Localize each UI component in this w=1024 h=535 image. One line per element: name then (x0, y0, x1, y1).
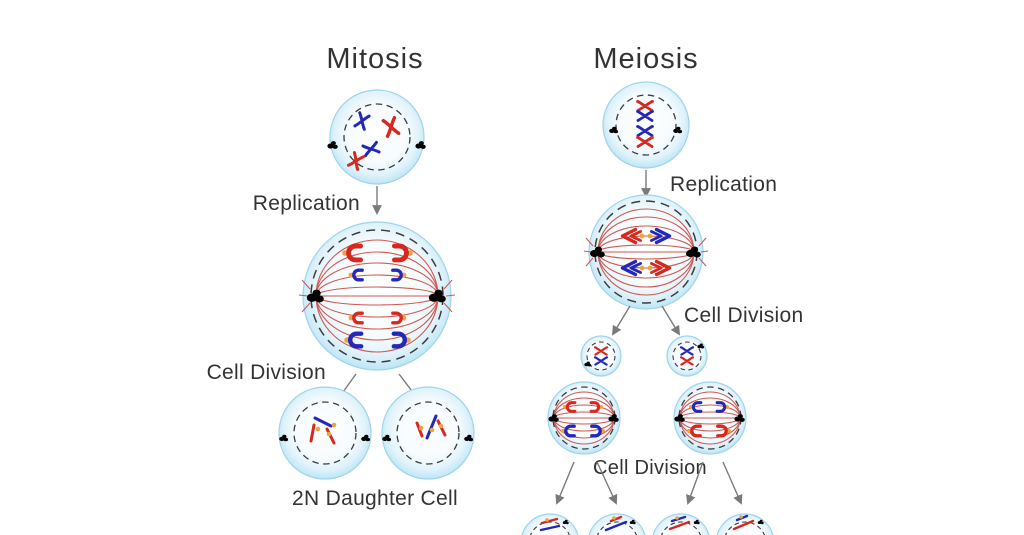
chromosomes (604, 515, 628, 532)
nuclear-envelope-dashed (293, 401, 357, 465)
division-arrow (596, 461, 618, 505)
division-arrow (555, 461, 575, 505)
chromosomes (539, 517, 561, 532)
aligned-chromosomes (561, 401, 605, 438)
meiosis-daughter-cell-4 (716, 513, 774, 535)
meiosis-metaphase-2-cell-2 (673, 381, 747, 455)
meiosis-metaphase-1-cell (583, 194, 709, 310)
mitosis-replication-label: Replication (253, 192, 360, 215)
meiosis-parent-cell (602, 81, 690, 169)
nuclear-envelope-dashed (396, 401, 460, 465)
nuclear-envelope-dashed (586, 341, 616, 371)
nuclear-envelope-dashed (596, 521, 638, 535)
meiosis-daughter-cell-1 (521, 513, 579, 535)
meiosis-title: Meiosis (593, 43, 698, 75)
chromosomes (668, 515, 691, 531)
meiosis-replication-label: Replication (670, 173, 777, 196)
mitosis-column: Replication (207, 89, 475, 510)
mitosis-daughter-label: 2N Daughter Cell (292, 487, 458, 510)
nuclear-envelope-dashed (343, 103, 411, 171)
mitosis-parent-cell (327, 89, 426, 185)
chromosomes (309, 416, 337, 445)
nuclear-envelope-dashed (672, 341, 702, 371)
mitosis-metaphase-cell (298, 221, 456, 371)
mitosis-division-label: Cell Division (207, 361, 326, 384)
nuclear-envelope-dashed (660, 521, 702, 535)
mitosis-daughter-cell-2 (381, 386, 475, 480)
meiosis-daughter-cell-3 (652, 513, 710, 535)
nuclear-envelope-dashed (724, 521, 766, 535)
meiosis-division2-label: Cell Division (593, 457, 707, 479)
division-arrow (661, 305, 681, 336)
chromosomes (415, 414, 447, 440)
meiosis-column: Replication (521, 81, 803, 535)
meiosis-metaphase-2-cell-1 (547, 381, 621, 455)
meiosis-intermediate-cell-2 (666, 335, 708, 377)
chromosomes (732, 514, 755, 531)
aligned-chromosomes (687, 401, 731, 438)
mitosis-title: Mitosis (326, 43, 423, 75)
division-arrow (686, 461, 704, 505)
division-arrow (611, 305, 631, 336)
division-arrow (722, 461, 743, 505)
aligned-chromosomes (342, 246, 413, 346)
meiosis-intermediate-cell-1 (580, 335, 622, 377)
meiosis-daughter-cell-2 (588, 513, 646, 535)
meiosis-division1-label: Cell Division (684, 304, 803, 327)
tetrad-chromosomes (620, 227, 672, 277)
mitosis-daughter-cell-1 (278, 386, 372, 480)
cell-membrane (278, 386, 372, 480)
nuclear-envelope-dashed (615, 94, 677, 156)
cell-membrane (521, 513, 579, 535)
